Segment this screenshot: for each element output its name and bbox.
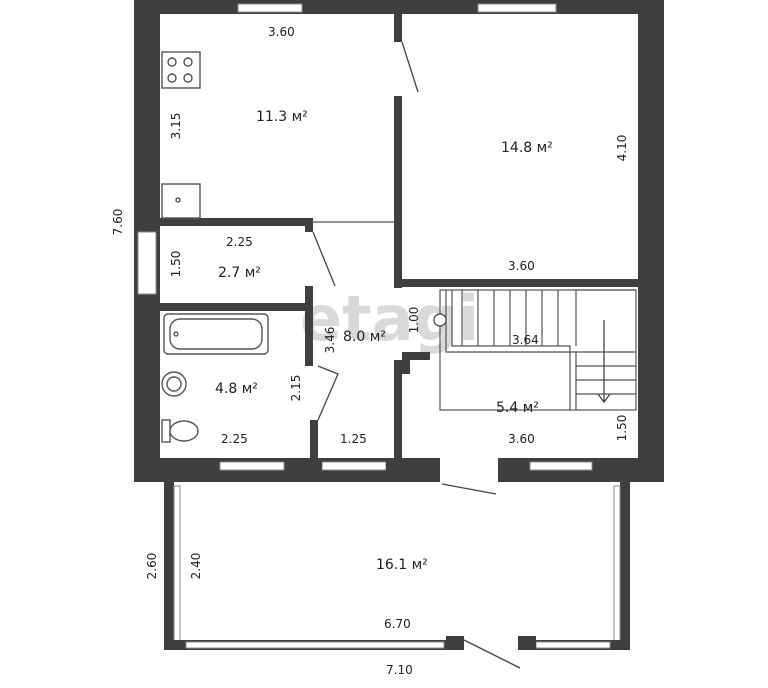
area-labels: 11.3 м² 14.8 м² 2.7 м² 8.0 м² 4.8 м² 5.4… [215, 109, 553, 573]
kitchen-height: 3.15 [169, 113, 183, 140]
interior-walls [160, 14, 638, 482]
washbasin-icon [161, 371, 187, 397]
terrace-height: 2.40 [189, 553, 203, 580]
terrace [164, 482, 630, 650]
watermark: etagi [300, 282, 479, 355]
storage-area: 2.7 м² [218, 265, 261, 281]
sink-icon [161, 183, 201, 219]
doors [312, 41, 521, 669]
terrace-width: 6.70 [384, 617, 411, 631]
bathroom-width: 2.25 [221, 432, 248, 446]
toilet-icon [161, 419, 199, 443]
kitchen-area: 11.3 м² [256, 109, 308, 125]
stove-icon [161, 51, 201, 89]
terrace-outer-height: 2.60 [145, 553, 159, 580]
bathroom-area: 4.8 м² [215, 381, 258, 397]
vestibule-height: 1.50 [615, 415, 629, 442]
bedroom-area: 14.8 м² [501, 140, 553, 156]
dimension-labels: 3.60 3.15 4.10 3.60 7.60 2.25 1.50 3.46 … [111, 25, 629, 677]
hall-width: 1.25 [340, 432, 367, 446]
terrace-area: 16.1 м² [376, 557, 428, 573]
hall-area: 8.0 м² [343, 329, 386, 345]
stairs-depth: 1.00 [407, 307, 421, 334]
hall-height: 3.46 [323, 327, 337, 354]
storage-height: 1.50 [169, 251, 183, 278]
house-height: 7.60 [111, 209, 125, 236]
stairs-width: 3.64 [512, 333, 539, 347]
windows [137, 3, 593, 471]
bedroom-height: 4.10 [615, 135, 629, 162]
storage-width: 2.25 [226, 235, 253, 249]
kitchen-width: 3.60 [268, 25, 295, 39]
bedroom-width: 3.60 [508, 259, 535, 273]
bathroom-height: 2.15 [289, 375, 303, 402]
terrace-outer-width: 7.10 [386, 663, 413, 677]
bathtub-icon [163, 313, 269, 355]
vestibule-width: 3.60 [508, 432, 535, 446]
vestibule-area: 5.4 м² [496, 400, 539, 416]
staircase [433, 289, 637, 411]
